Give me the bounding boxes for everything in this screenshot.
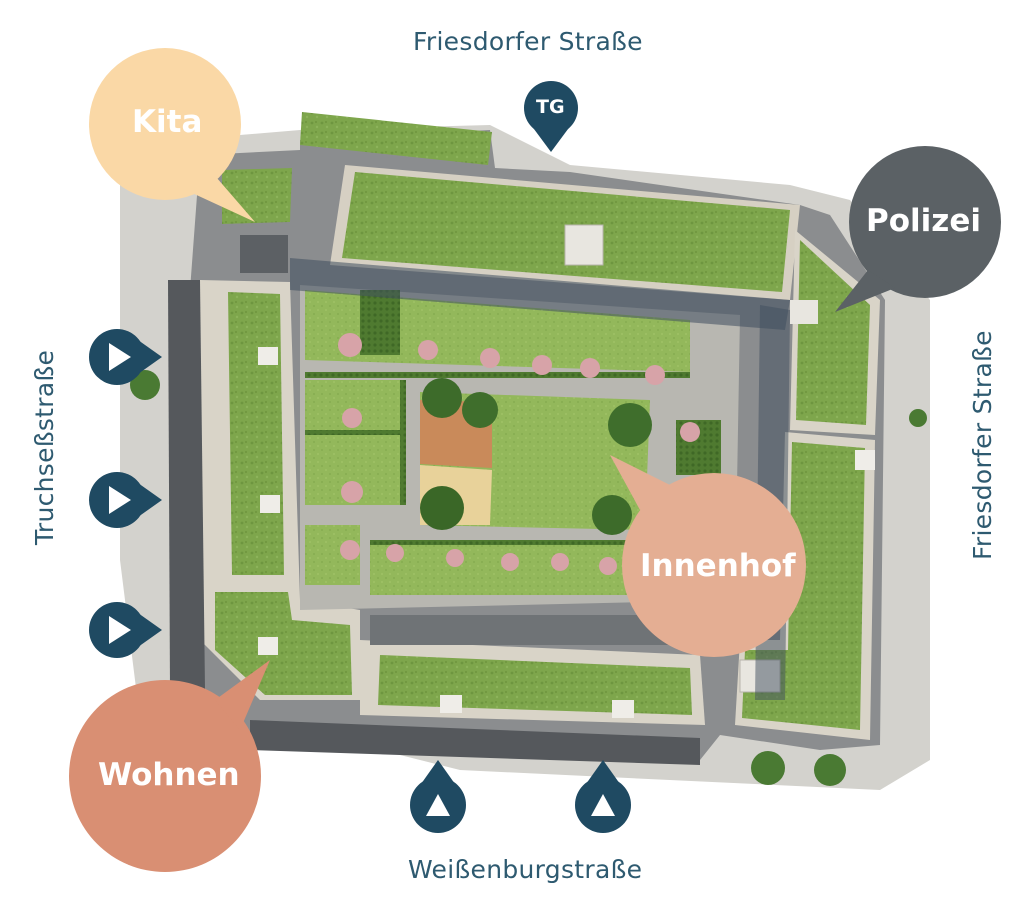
- kita-label: Kita: [132, 104, 203, 140]
- street-label-bottom: Weißenburgstraße: [408, 855, 643, 884]
- tg-label: TG: [536, 96, 565, 118]
- street-label-right: Friesdorfer Straße: [968, 330, 997, 560]
- hedge: [305, 430, 400, 435]
- entrance-marker-4[interactable]: [410, 760, 466, 833]
- tg-pin-marker-icon[interactable]: [524, 81, 578, 152]
- entrance-marker-1[interactable]: [89, 329, 162, 385]
- street-label-left: Truchseßstraße: [30, 349, 59, 545]
- entrance-marker-5[interactable]: [575, 760, 631, 833]
- hedge: [400, 380, 406, 505]
- south-gardens: [370, 545, 630, 595]
- entrance-marker-2[interactable]: [89, 472, 162, 528]
- nw-entrance-roof: [240, 235, 288, 273]
- west-green-roof: [228, 292, 284, 575]
- up-triangle-icon: [591, 794, 615, 816]
- innenhof-label: Innenhof: [640, 548, 796, 584]
- kita-bubble: [89, 48, 255, 222]
- roof-hatch: [790, 300, 818, 324]
- street-label-top: Friesdorfer Straße: [413, 27, 643, 56]
- roof-hatch: [258, 637, 278, 655]
- north-facade: [290, 258, 790, 330]
- roof-hatch: [612, 700, 634, 718]
- north-gardens: [305, 290, 690, 372]
- play-arrow-icon: [109, 616, 131, 644]
- west-facade: [168, 280, 205, 690]
- up-triangle-icon: [426, 794, 450, 816]
- roof-hatch: [258, 347, 278, 365]
- roof-hatch: [260, 495, 280, 513]
- play-arrow-icon: [109, 486, 131, 514]
- entrance-marker-3[interactable]: [89, 602, 162, 658]
- polizei-label: Polizei: [866, 203, 981, 239]
- play-arrow-icon: [109, 343, 131, 371]
- wohnen-label: Wohnen: [98, 757, 240, 793]
- wohnen-bubble: [69, 660, 270, 872]
- hedge: [305, 372, 690, 378]
- hedge: [370, 540, 630, 545]
- west-gardens: [305, 380, 400, 505]
- roof-hatch: [855, 450, 875, 470]
- innenhof-bubble: [610, 455, 806, 657]
- east-upper-green-roof: [796, 240, 870, 425]
- south-facade: [250, 720, 700, 765]
- south-balconies: [370, 615, 690, 645]
- polizei-bubble: [835, 146, 1001, 312]
- sw-green-roof: [215, 592, 352, 695]
- roof-hatch: [440, 695, 462, 713]
- sw-garden: [305, 525, 360, 585]
- roof-structure: [564, 224, 604, 266]
- trees: [130, 333, 927, 786]
- hedge: [360, 290, 400, 355]
- green-strip: [300, 112, 492, 165]
